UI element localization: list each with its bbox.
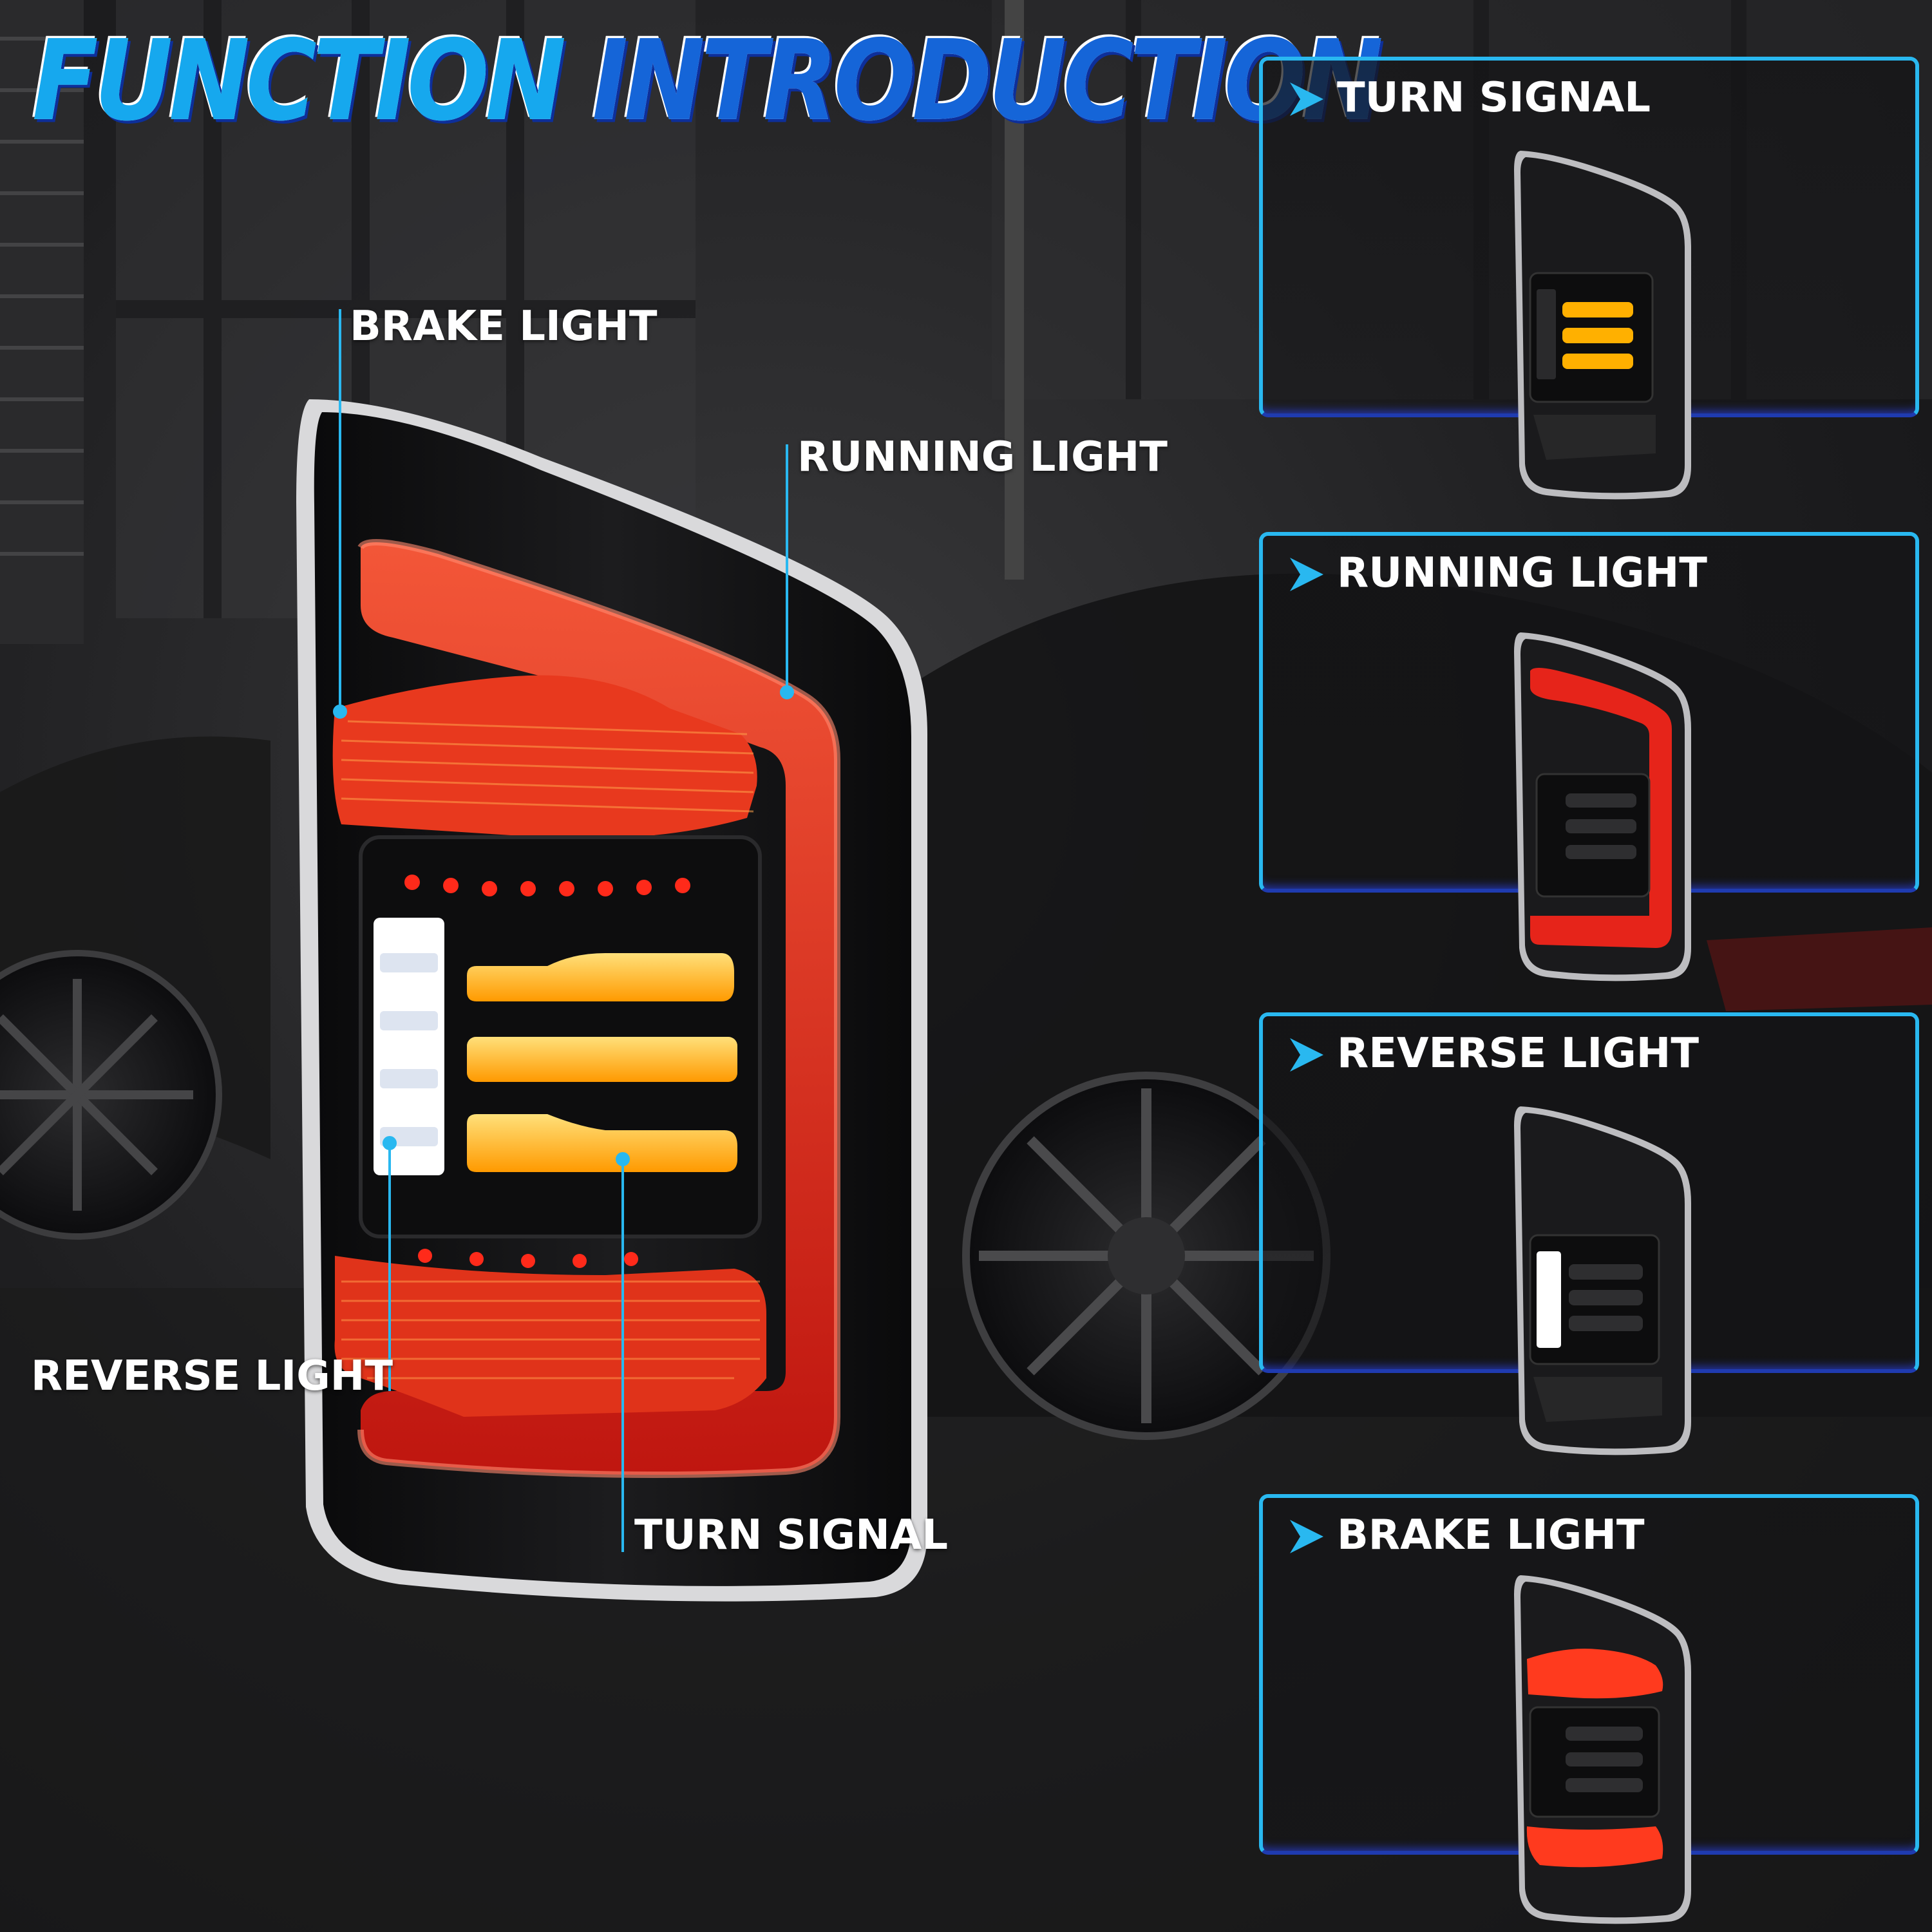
tail-lamp-main-image (296, 399, 927, 1602)
callout-running-light: RUNNING LIGHT (797, 433, 1168, 481)
chevron-right-icon (1290, 558, 1323, 591)
panel-running-light: RUNNING LIGHT (1259, 532, 1919, 981)
panel-title: RUNNING LIGHT (1337, 549, 1707, 597)
chevron-right-icon (1290, 1038, 1323, 1072)
panel-title: REVERSE LIGHT (1337, 1030, 1699, 1077)
page-title: FUNCTION INTRODUCTION (32, 26, 1383, 137)
title-word-introduction: INTRODUCTION (592, 17, 1383, 146)
tail-lamp-thumb-turn (1514, 151, 1691, 500)
chevron-right-icon (1290, 1520, 1323, 1553)
tail-lamp-thumb-running (1514, 632, 1691, 981)
callout-brake-light: BRAKE LIGHT (350, 303, 658, 350)
chevron-right-icon (1290, 82, 1323, 116)
title-word-function: FUNCTION (32, 17, 566, 146)
panel-reverse-light: REVERSE LIGHT (1259, 1012, 1919, 1455)
tail-lamp-thumb-brake (1514, 1575, 1691, 1924)
panel-title: TURN SIGNAL (1337, 74, 1651, 122)
panel-turn-signal: TURN SIGNAL (1259, 57, 1919, 500)
tail-lamp-thumb-reverse (1514, 1106, 1691, 1455)
callout-turn-signal: TURN SIGNAL (634, 1511, 949, 1559)
panel-title: BRAKE LIGHT (1337, 1511, 1645, 1559)
panel-brake-light: BRAKE LIGHT (1259, 1494, 1919, 1924)
callout-reverse-light: REVERSE LIGHT (31, 1352, 393, 1400)
